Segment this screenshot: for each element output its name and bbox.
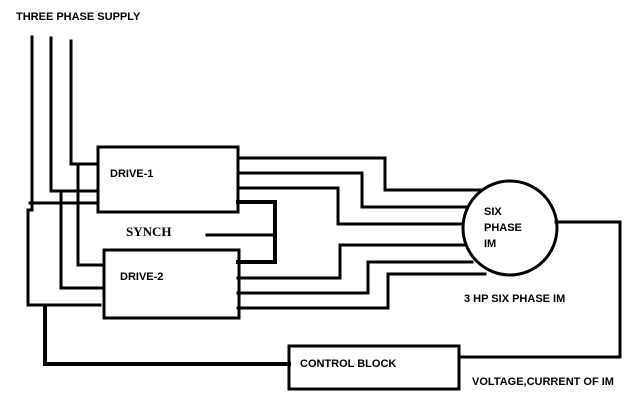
supply-wire-1 (26, 35, 102, 307)
control-block-label: CONTROL BLOCK (300, 358, 396, 370)
motor-label-line-3: IM (484, 238, 496, 250)
motor-caption: 3 HP SIX PHASE IM (464, 293, 565, 305)
drive-2-block: DRIVE-2 (102, 248, 241, 320)
control-output-wire (43, 304, 291, 366)
title-three-phase-supply: THREE PHASE SUPPLY (16, 11, 141, 23)
drive-2-box (102, 248, 241, 320)
supply-wires (26, 35, 106, 307)
d2-out-2 (236, 260, 474, 295)
drive-1-block: DRIVE-1 (96, 145, 240, 214)
feedback-label: VOLTAGE,CURRENT OF IM (472, 376, 614, 388)
motor-circle (461, 179, 559, 277)
d2-out-1 (236, 243, 467, 280)
drive-1-box (96, 145, 240, 214)
synch-link: SYNCH (126, 200, 277, 264)
d1-out-2 (236, 171, 472, 209)
d1-out-1 (236, 156, 482, 192)
drive-1-output-wires (236, 156, 482, 226)
motor-label-line-2: PHASE (484, 222, 522, 234)
motor-label-line-1: SIX (484, 206, 502, 218)
control-block: CONTROL BLOCK (287, 344, 461, 391)
drive-2-label: DRIVE-2 (120, 271, 163, 283)
supply-tap-drive2-a (59, 189, 106, 290)
supply-tap-drive2-b (76, 162, 106, 267)
d2-out-3 (236, 272, 487, 310)
supply-wire-2 (49, 36, 100, 193)
d1-out-3 (236, 186, 467, 226)
six-phase-motor: SIX PHASE IM 3 HP SIX PHASE IM (461, 179, 565, 305)
drive-1-label: DRIVE-1 (110, 168, 153, 180)
control-block-box (287, 344, 461, 391)
supply-wire-3 (69, 39, 100, 166)
synch-wire (236, 200, 277, 264)
synch-label: SYNCH (126, 224, 172, 239)
feedback-wire (456, 220, 622, 359)
drive-2-output-wires (236, 243, 487, 310)
